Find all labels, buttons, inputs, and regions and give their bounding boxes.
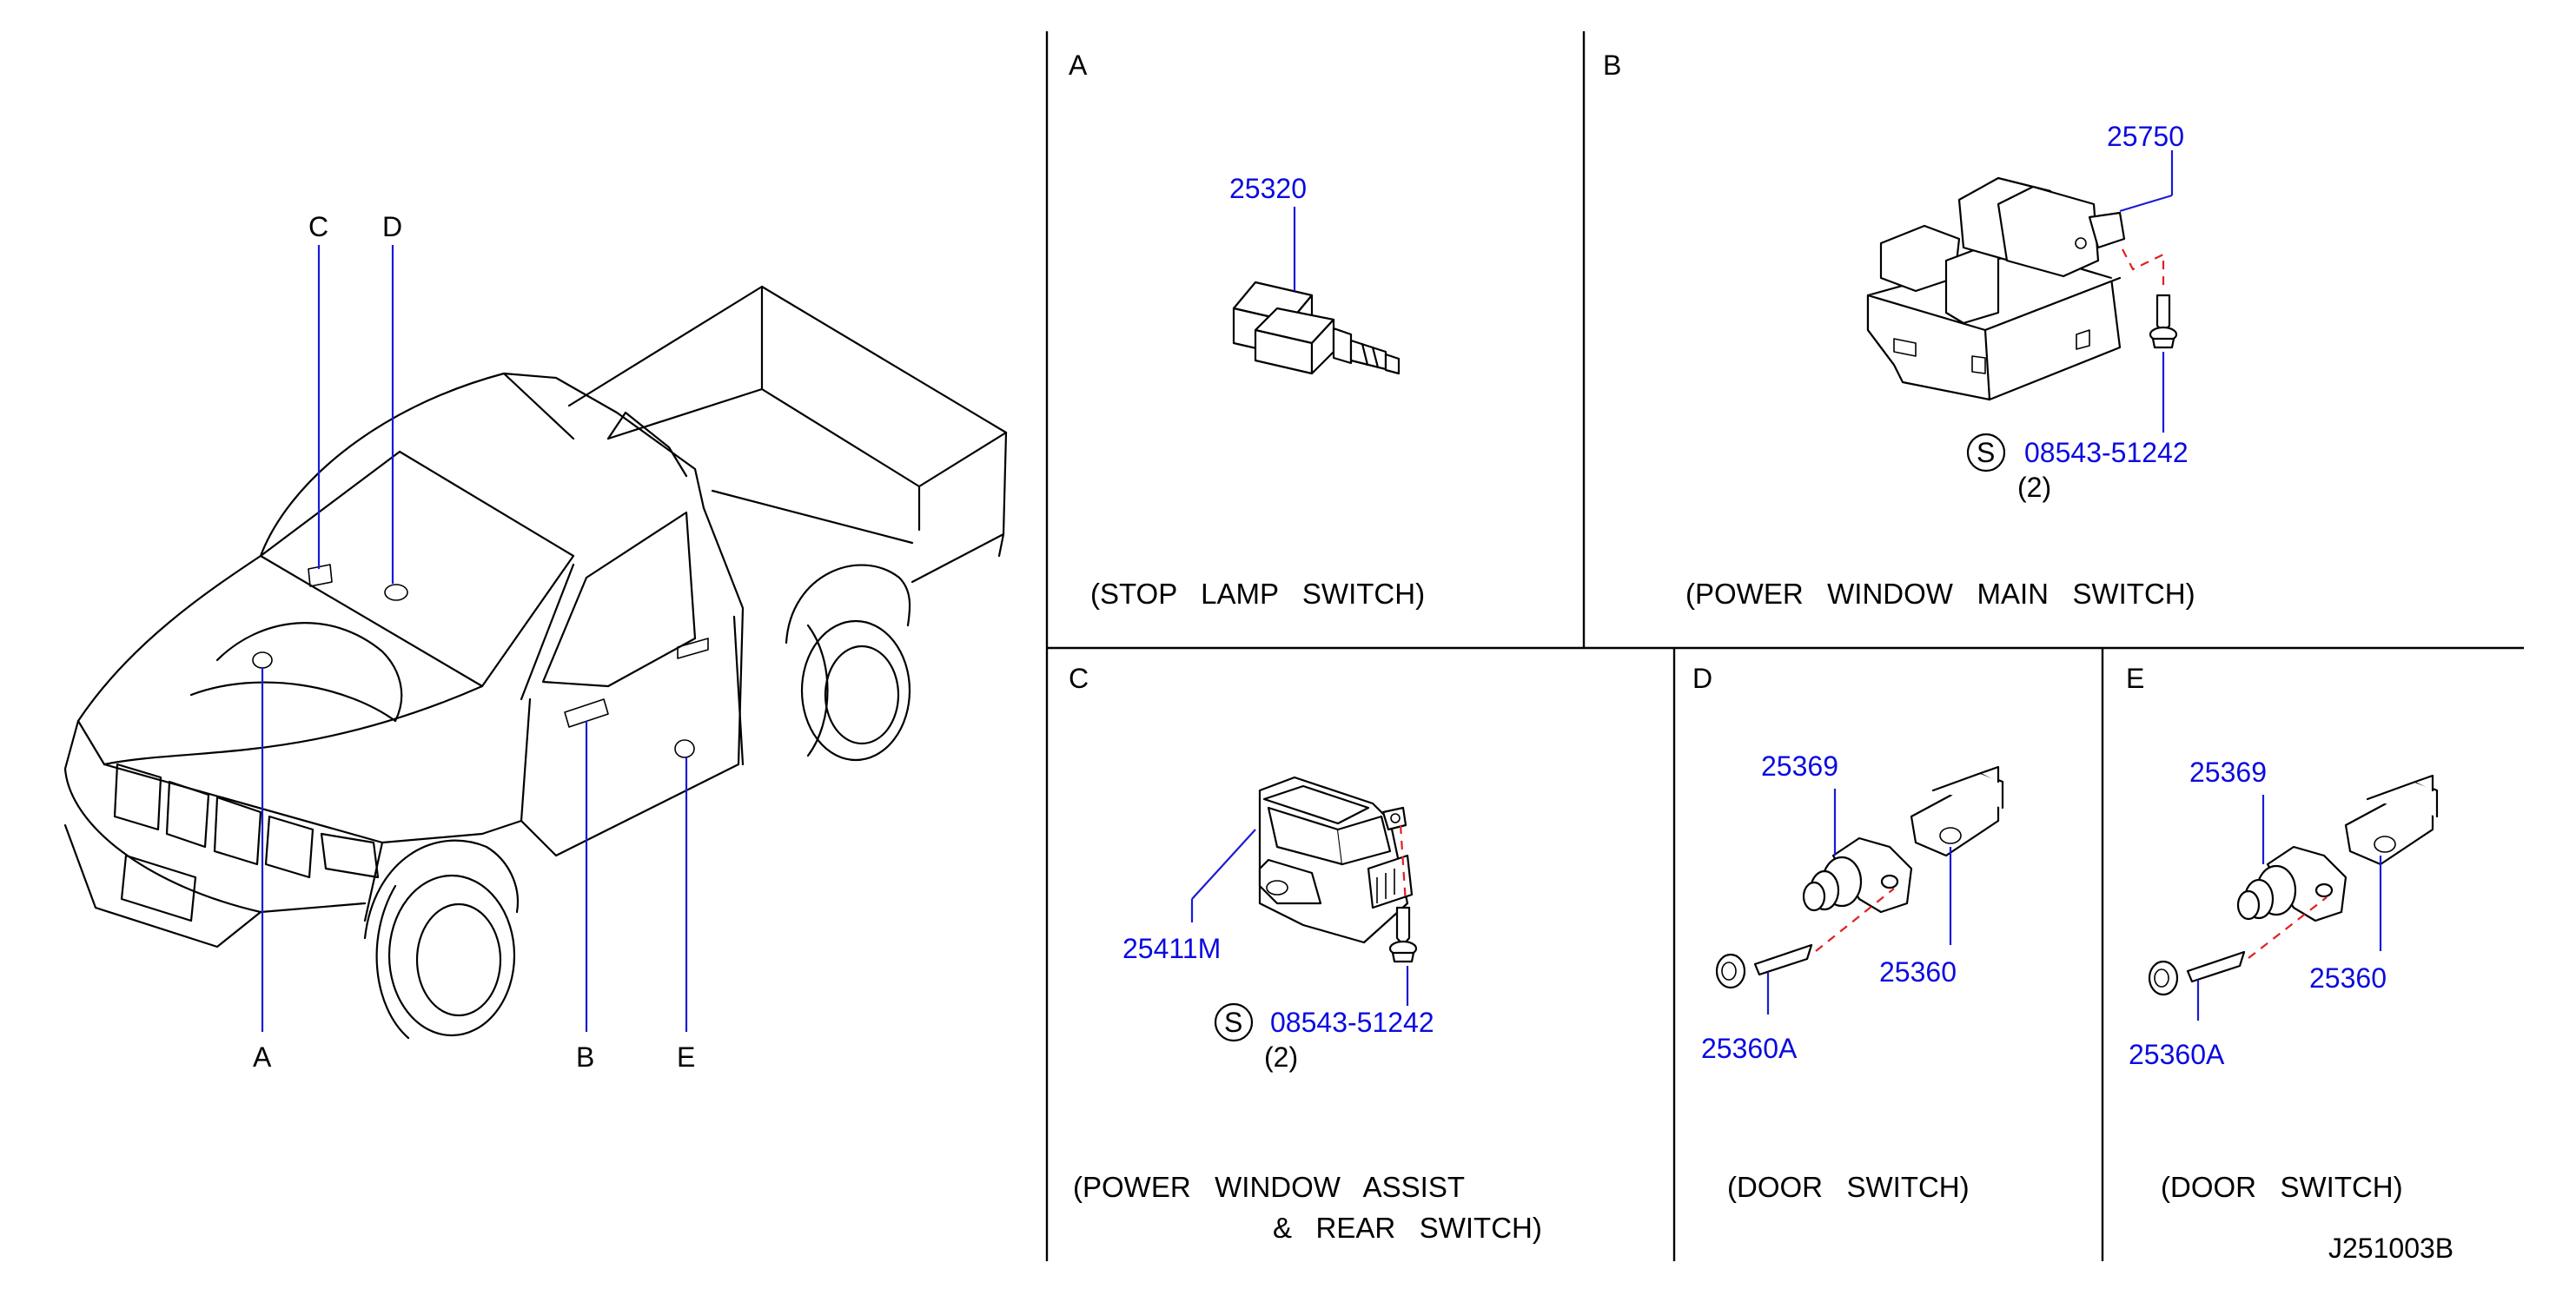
panel-e-fastener-line [2248, 896, 2328, 959]
marker-a [252, 651, 273, 669]
panel-a-caption: (STOP LAMP SWITCH) [1090, 578, 1425, 610]
panel-grid [1045, 31, 2524, 1261]
panel-d-bracket-part: 25360 [1879, 956, 1957, 988]
panel-b-caption: (POWER WINDOW MAIN SWITCH) [1685, 578, 2195, 610]
panel-e-letter: E [2126, 663, 2144, 694]
callout-label-d: D [382, 211, 402, 242]
panel-c-caption-line-2: & REAR SWITCH) [1273, 1212, 1542, 1244]
door-switch-d-drawing [1715, 765, 2004, 989]
overview-callout-leaders [261, 245, 688, 1032]
marker-c [308, 564, 333, 587]
panel-d-caption: (DOOR SWITCH) [1727, 1171, 1970, 1203]
panel-c-caption-line-1: (POWER WINDOW ASSIST [1073, 1171, 1465, 1203]
panel-c-fastener-line [1399, 824, 1407, 904]
diagram-code: J251003B [2328, 1233, 2453, 1264]
panel-b-screw-part-number: 08543-51242 [2024, 437, 2189, 468]
marker-e [674, 739, 695, 758]
panel-c-letter: C [1069, 663, 1089, 694]
panel-e-plunger-part: 25369 [2189, 757, 2267, 788]
panel-b-screw-qty: (2) [2017, 472, 2051, 503]
panel-c-screw-symbol-circle [1214, 1002, 1254, 1042]
panel-d-screw-part: 25360A [1701, 1033, 1798, 1064]
panel-c-leader [1191, 829, 1256, 900]
panel-b-fastener-line [2122, 248, 2165, 291]
panel-c-screw-symbol: S [1224, 1007, 1242, 1038]
callout-label-c: C [308, 211, 328, 242]
panel-b-screw-symbol: S [1977, 437, 1995, 468]
stop-lamp-switch-drawing [1232, 281, 1401, 375]
panel-a-letter: A [1069, 50, 1088, 81]
panel-b-leader [2119, 194, 2173, 213]
panel-e-bracket-part: 25360 [2309, 962, 2387, 994]
panel-b-screw-symbol-circle [1966, 433, 2006, 473]
panel-c-screw-part-number: 08543-51242 [1270, 1007, 1434, 1038]
marker-d [384, 584, 408, 601]
callout-label-b: B [576, 1041, 594, 1073]
panel-c-part-number: 25411M [1122, 933, 1221, 964]
power-window-main-switch-drawing [1866, 176, 2178, 401]
marker-b [564, 698, 609, 728]
panel-d-plunger-part: 25369 [1761, 750, 1838, 782]
pickup-truck-illustration [63, 285, 1008, 1040]
panel-d-letter: D [1692, 663, 1712, 694]
callout-label-a: A [253, 1041, 272, 1073]
panel-b-part-number: 25750 [2107, 121, 2184, 152]
callout-label-e: E [677, 1041, 695, 1073]
panel-e-caption: (DOOR SWITCH) [2161, 1171, 2403, 1203]
door-switch-e-drawing [2148, 774, 2439, 996]
panel-d-fastener-line [1815, 888, 1895, 952]
panel-b-letter: B [1603, 50, 1621, 81]
power-window-assist-switch-drawing [1258, 776, 1418, 963]
panel-c-screw-qty: (2) [1264, 1041, 1298, 1073]
panel-a-part-number: 25320 [1229, 173, 1307, 204]
panel-e-screw-part: 25360A [2129, 1039, 2225, 1070]
